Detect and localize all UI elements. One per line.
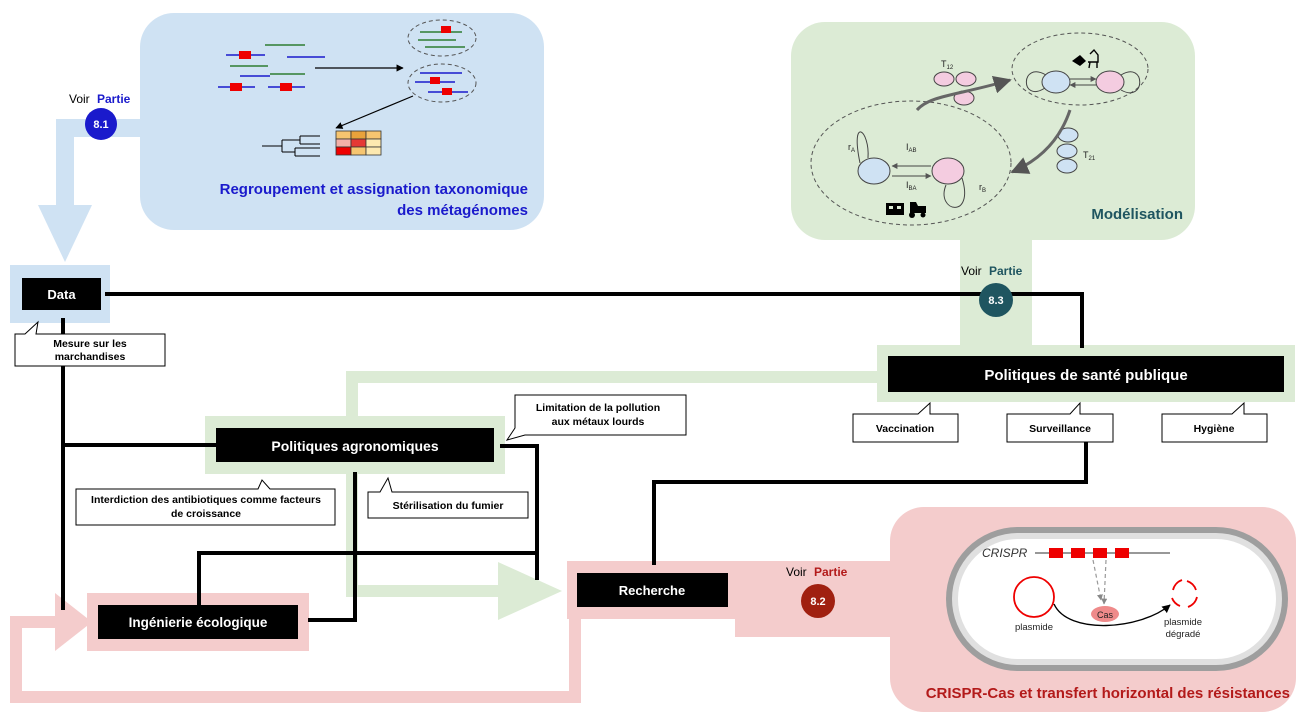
pollution-line2: aux métaux lourds <box>552 416 645 428</box>
plasmide-label: plasmide <box>1015 622 1053 633</box>
metagenome-illustration <box>218 19 477 157</box>
blue-arrowhead <box>38 205 92 262</box>
ref81-voir: Voir <box>69 92 90 106</box>
data-label: Data <box>47 287 76 302</box>
callout-pollution: Limitation de la pollution aux métaux lo… <box>505 394 687 441</box>
t12-label: T12 <box>941 59 954 71</box>
metagenome-panel <box>140 13 544 230</box>
recherche-label: Recherche <box>619 583 685 598</box>
model-parameter-labels: T12 T21 rA rB IAB IBA <box>848 59 1096 194</box>
ref82-partie: Partie <box>814 565 848 579</box>
cas-label: Cas <box>1097 610 1114 620</box>
green-connector-path <box>346 371 880 597</box>
ref-partie-8-2[interactable]: Voir Partie 8.2 <box>786 565 848 618</box>
ra-label: rA <box>848 142 855 154</box>
green-arrowhead <box>498 562 562 620</box>
iab-label: IAB <box>906 142 917 154</box>
ref81-badge <box>85 108 117 140</box>
agro-node[interactable] <box>216 428 494 462</box>
black-connectors <box>61 292 1088 622</box>
plasmide-degrade-line2: dégradé <box>1166 629 1201 640</box>
agro-label: Politiques agronomiques <box>271 438 438 454</box>
ref83-number: 8.3 <box>988 295 1003 307</box>
pollution-line1: Limitation de la pollution <box>536 402 660 414</box>
ref-partie-8-3[interactable]: Voir Partie 8.3 <box>961 264 1023 317</box>
sante-node[interactable] <box>888 356 1284 392</box>
red-loop-connector <box>10 615 581 703</box>
data-node[interactable] <box>22 278 101 310</box>
ref81-number: 8.1 <box>93 119 108 131</box>
recherche-node[interactable] <box>577 573 728 607</box>
callout-vaccination: Vaccination <box>852 401 959 443</box>
t21-label: T21 <box>1083 150 1096 162</box>
marchandises-line2: marchandises <box>55 351 126 363</box>
antibio-line1: Interdiction des antibiotiques comme fac… <box>91 494 321 506</box>
crispr-title: CRISPR-Cas et transfert horizontal des r… <box>926 685 1290 702</box>
ingenierie-node[interactable] <box>98 605 298 639</box>
surveillance-label: Surveillance <box>1029 423 1091 435</box>
sante-label: Politiques de santé publique <box>984 367 1187 384</box>
ref-partie-8-1[interactable]: Voir Partie 8.1 <box>69 92 131 140</box>
marchandises-line1: Mesure sur les <box>53 338 127 350</box>
ref82-number: 8.2 <box>810 596 825 608</box>
callout-hygiene: Hygiène <box>1161 401 1268 443</box>
callout-surveillance: Surveillance <box>1006 401 1114 443</box>
hygiene-label: Hygiène <box>1194 423 1235 435</box>
antibio-line2: de croissance <box>171 508 241 520</box>
crispr-illustration <box>946 527 1288 671</box>
ref82-voir: Voir <box>786 565 807 579</box>
ref81-partie: Partie <box>97 92 131 106</box>
red-arrowhead <box>55 593 92 651</box>
modelisation-title: Modélisation <box>1091 206 1183 223</box>
ref83-partie: Partie <box>989 264 1023 278</box>
callout-marchandises: Mesure sur les marchandises <box>14 320 166 367</box>
metagenome-title-line1: Regroupement et assignation taxonomique <box>220 181 528 198</box>
rb-label: rB <box>979 182 986 194</box>
ref83-voir: Voir <box>961 264 982 278</box>
ref82-badge <box>801 584 835 618</box>
vaccination-label: Vaccination <box>876 423 934 435</box>
callout-fumier: Stérilisation du fumier <box>367 476 529 519</box>
modelisation-illustration <box>810 32 1149 226</box>
crispr-label: CRISPR <box>982 546 1028 560</box>
iba-label: IBA <box>906 180 917 192</box>
callout-antibiotiques: Interdiction des antibiotiques comme fac… <box>75 479 336 526</box>
ref83-badge <box>979 283 1013 317</box>
metagenome-title-line2: des métagénomes <box>397 202 528 219</box>
ingenierie-label: Ingénierie écologique <box>129 615 268 630</box>
plasmide-degrade-line1: plasmide <box>1164 617 1202 628</box>
fumier-label: Stérilisation du fumier <box>393 500 504 512</box>
